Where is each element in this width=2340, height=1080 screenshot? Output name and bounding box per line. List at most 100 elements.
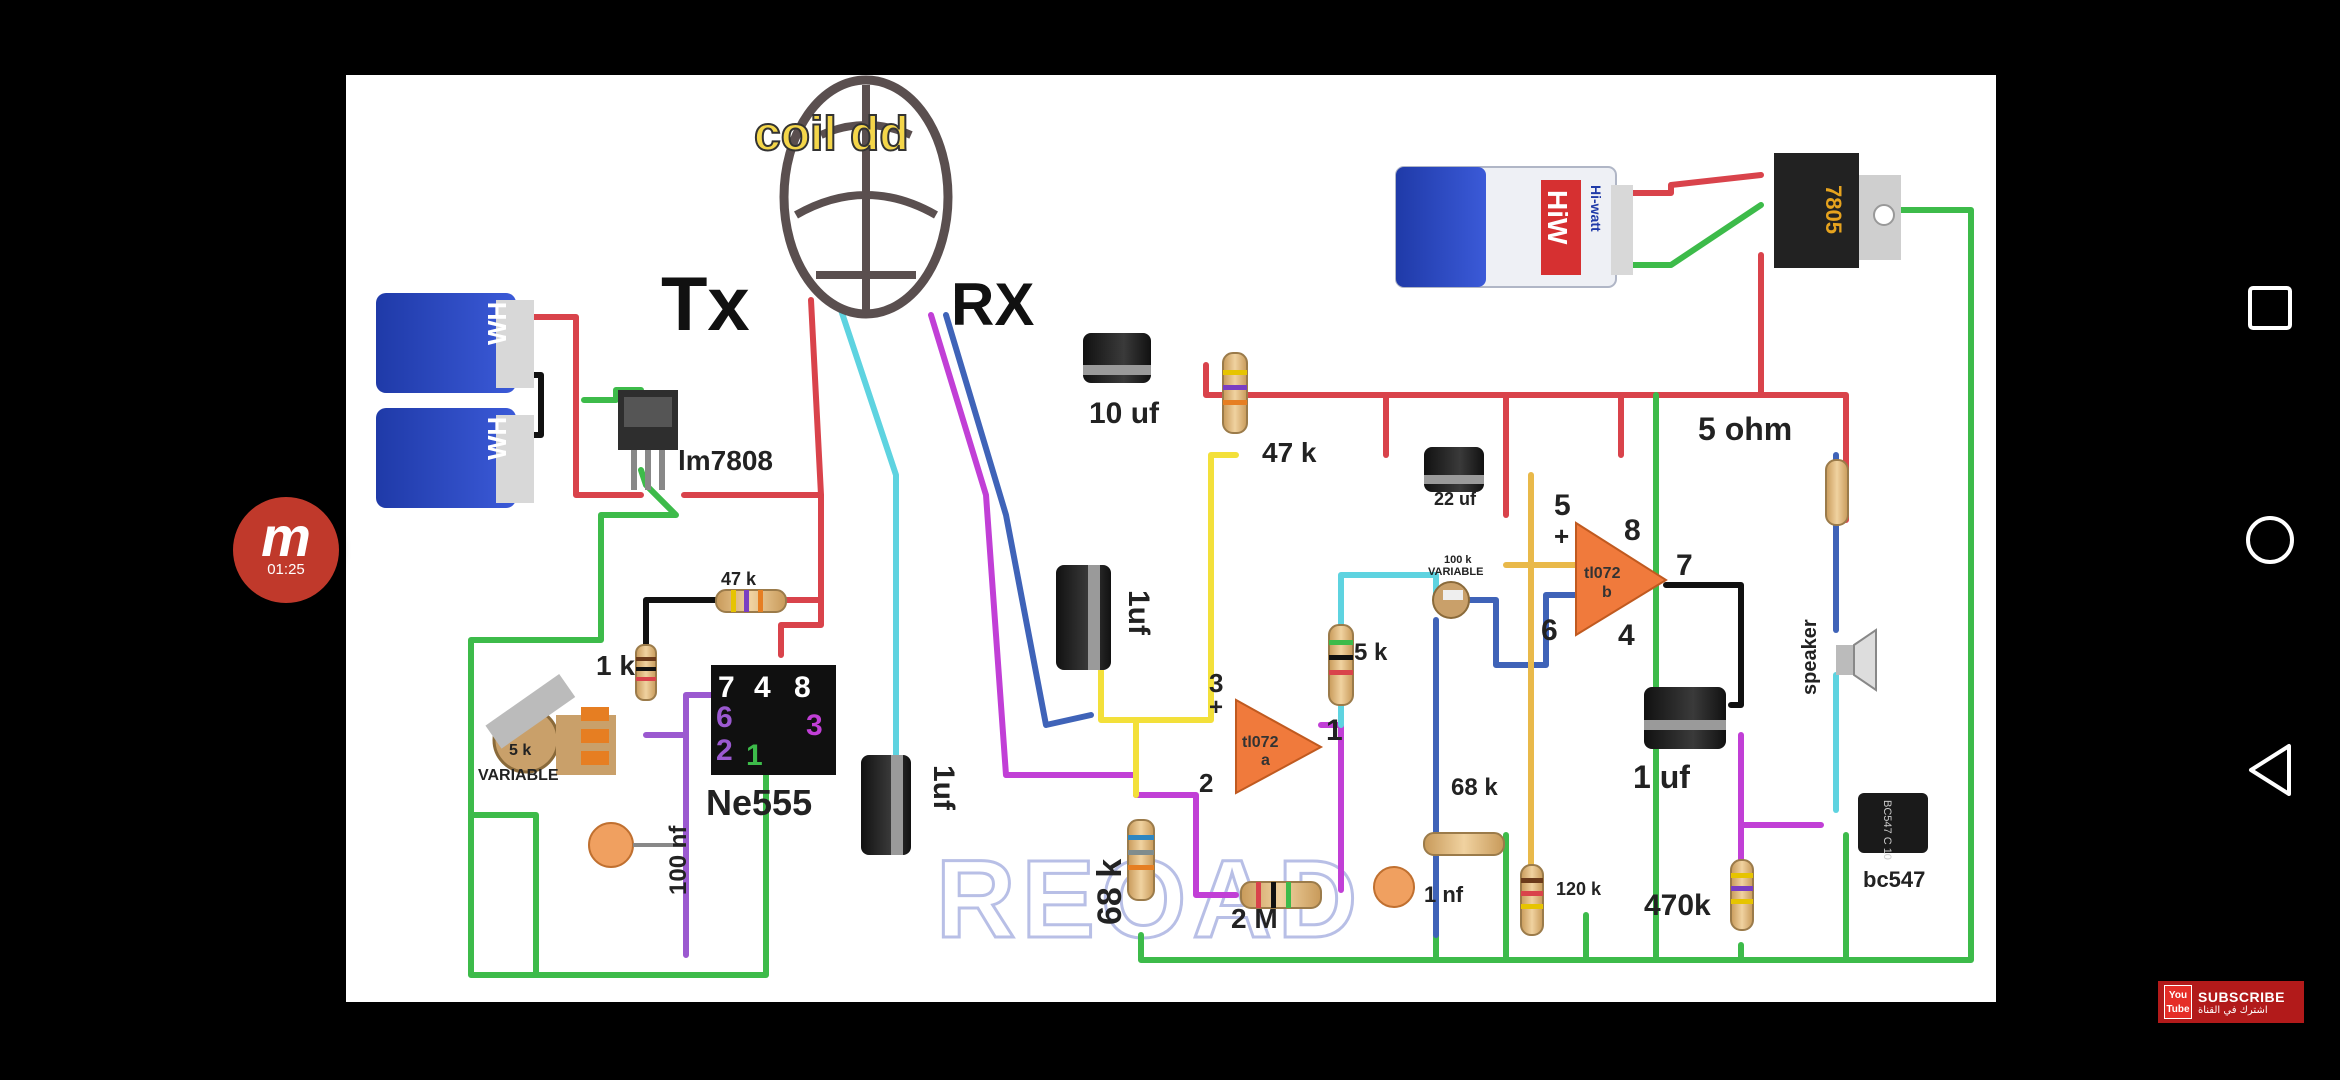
capacitor-1nf — [1373, 866, 1415, 908]
r120k-label: 120 k — [1556, 879, 1602, 899]
circle-icon — [2246, 516, 2294, 564]
cap1uf-right-label: 1 uf — [1633, 759, 1690, 795]
opb-pin5: 5 — [1554, 489, 1571, 522]
pot100k-variable-label: VARIABLE — [1428, 566, 1483, 578]
opa-pin1: 1 — [1326, 714, 1343, 747]
subscribe-button[interactable]: You Tube SUBSCRIBE اشترك في القناة — [2158, 981, 2304, 1023]
battery-hiw-sub: Hi-watt — [1588, 185, 1604, 232]
wire-cap-trans — [1738, 732, 1824, 828]
wire-red-left — [528, 314, 644, 498]
opamp-b: tl072 b — [1575, 521, 1668, 637]
youtube-tube: Tube — [2166, 1004, 2190, 1015]
capacitor-22uf — [1424, 447, 1484, 492]
r1k-label: 1 k — [596, 650, 635, 681]
system-nav-bar — [2200, 0, 2340, 1080]
opb-pin8: 8 — [1624, 514, 1641, 547]
regulator-7805: 7805 — [1774, 153, 1901, 268]
capacitor-100nf — [588, 822, 686, 868]
battery-left-bottom: WH — [376, 408, 534, 508]
youtube-you: You — [2168, 990, 2188, 1001]
wire-magenta-rx-2 — [1133, 792, 1239, 898]
resistor-68k-left — [1127, 819, 1155, 901]
ne555-pin4: 4 — [754, 671, 771, 704]
badge-logo: m — [261, 505, 311, 568]
capacitor-1uf-right — [1644, 687, 1726, 749]
ne555-pin2: 2 — [716, 734, 733, 767]
resistor-68k-right — [1423, 832, 1505, 856]
wire-battery-green — [1623, 202, 1764, 268]
capacitor-10uf — [1083, 333, 1151, 383]
regulator-lm7808 — [618, 390, 678, 490]
wire-green-left-2 — [468, 467, 769, 978]
resistor-47k-left — [715, 589, 787, 613]
ne555-pin6: 6 — [716, 701, 733, 734]
speaker — [1836, 628, 1877, 692]
r5k-label: 5 k — [1354, 639, 1388, 666]
opb-plus: + — [1554, 521, 1569, 551]
resistor-2m — [1240, 881, 1322, 909]
opa-pin3: 3 — [1209, 668, 1223, 698]
back-button[interactable] — [2230, 730, 2310, 810]
wire-green-right — [1138, 207, 1974, 963]
r68k-right-label: 68 k — [1451, 774, 1498, 801]
ne555-label: Ne555 — [706, 782, 812, 823]
transistor-bc547: BC547 C 10 — [1858, 793, 1928, 860]
ne555-pin1: 1 — [746, 739, 763, 772]
cap22uf-label: 22 uf — [1434, 489, 1477, 509]
subscribe-sub-label: اشترك في القناة — [2198, 1004, 2268, 1016]
r47k-top-label: 47 k — [1262, 437, 1317, 468]
cap1uf-left-label: 1uf — [1122, 590, 1155, 636]
circuit-svg: REOAD — [376, 75, 1974, 978]
recent-apps-button[interactable] — [2230, 268, 2310, 348]
regulator-7805-label: 7805 — [1821, 185, 1846, 234]
rx-label: RX — [951, 271, 1034, 338]
triangle-back-icon — [2249, 744, 2291, 796]
potentiometer-100k — [1432, 581, 1470, 619]
ic-ne555: 7 4 8 6 2 3 1 — [711, 665, 836, 775]
cap1uf-mid-label: 1uf — [927, 765, 960, 811]
battery-hiw-label: HiW — [1542, 190, 1573, 245]
tx-label: Tx — [661, 262, 750, 347]
wire-black-batt — [528, 372, 544, 438]
resistor-5k — [1328, 624, 1354, 706]
wire-blue-rx — [943, 312, 1094, 728]
opamp-b-sub: b — [1602, 584, 1612, 601]
battery-hiw: HiW Hi-watt — [1395, 166, 1633, 288]
cap100nf-label: 100 nf — [665, 825, 692, 895]
home-button[interactable] — [2230, 500, 2310, 580]
ne555-pin7: 7 — [718, 671, 735, 704]
bc547-label: bc547 — [1863, 867, 1925, 892]
subscribe-label: SUBSCRIBE — [2198, 988, 2285, 1005]
opb-pin4: 4 — [1618, 619, 1635, 652]
coil-dd: coil dd — [753, 75, 953, 319]
wires — [468, 172, 1974, 978]
pot5k-variable-label: VARIABLE — [478, 767, 559, 784]
wire-red-top — [1203, 362, 1624, 458]
r2m-label: 2 M — [1231, 903, 1278, 934]
capacitor-1uf-left — [1056, 565, 1111, 670]
wire-blue-pot-2 — [1463, 592, 1584, 668]
potentiometer-5k — [485, 674, 616, 775]
resistor-47k-top — [1222, 352, 1248, 434]
youtube-icon: You Tube — [2164, 985, 2192, 1019]
opb-pin7: 7 — [1676, 549, 1693, 582]
pot100k-label: 100 k — [1444, 554, 1472, 566]
channel-badge[interactable]: m 01:25 — [233, 497, 339, 603]
battery-wh-label-2: WH — [482, 417, 512, 460]
opamp-a-sub: a — [1261, 752, 1270, 769]
wire-green-left-3 — [468, 812, 539, 978]
ne555-pin3: 3 — [806, 709, 823, 742]
circuit-diagram: REOAD — [346, 75, 1996, 1002]
opa-plus: + — [1209, 694, 1223, 721]
ne555-pin8: 8 — [794, 671, 811, 704]
wire-purple-555-b — [643, 732, 689, 958]
r5ohm-label: 5 ohm — [1698, 411, 1792, 447]
badge-time: 01:25 — [267, 561, 305, 578]
coil-label: coil dd — [754, 108, 909, 161]
opamp-b-label: tl072 — [1584, 565, 1621, 582]
opamp-a: tl072 a — [1235, 698, 1324, 795]
r68k-left-label: 68 k — [1091, 859, 1129, 925]
wire-purple-555 — [683, 692, 724, 738]
r470k-label: 470k — [1644, 889, 1711, 922]
capacitor-1uf-mid — [861, 755, 911, 855]
